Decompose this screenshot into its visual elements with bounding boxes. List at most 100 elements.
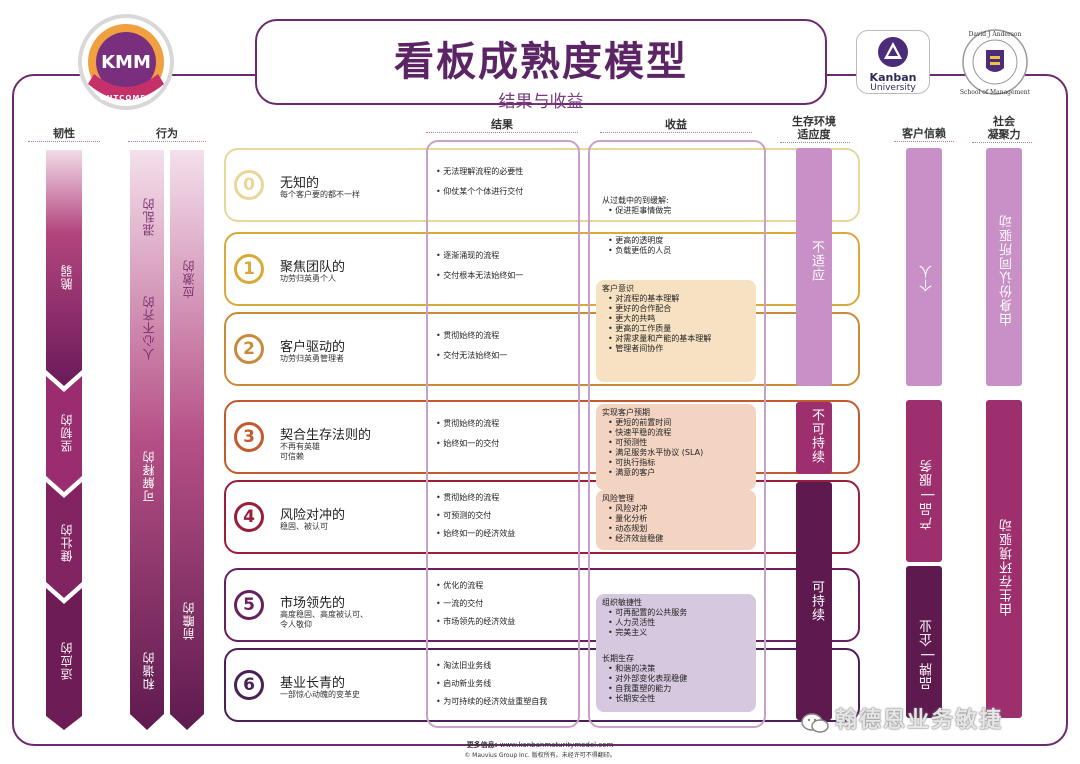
level-name: 聚焦团队的 [280, 260, 346, 275]
resilience-label-1: 坚韧的 [60, 413, 74, 452]
outcome-item: • 逐渐涌现的流程 [436, 251, 500, 260]
level-row-1 [224, 232, 860, 306]
da-logo-top: David J Anderson [969, 31, 1022, 38]
outcome-item: • 市场领先的经济效益 [436, 617, 516, 626]
divider [780, 142, 850, 143]
col-header-resilience: 韧性 [53, 127, 75, 140]
resilience-label-3: 适应的 [60, 641, 74, 680]
level-number-badge: 4 [234, 502, 264, 532]
benefit-title: 客户意识 [602, 284, 634, 293]
divider [426, 132, 578, 133]
col-header-cohesion-line1: 社会 [993, 115, 1015, 128]
trust-bar-product [906, 400, 942, 562]
level-number-badge: 2 [234, 334, 264, 364]
trust-label-1: 产品 | 服务 [920, 458, 935, 530]
cohesion-label-1: 由生存环境驱动 [1000, 518, 1015, 616]
benefit-title: 从过载中的到缓解: [602, 196, 669, 205]
kmm-logo-text: KMM [101, 52, 151, 73]
outcomes-column-frame [426, 140, 580, 728]
fitness-bar-unsustainable [796, 402, 832, 474]
benefit-box-0: 从过载中的到缓解: 促进拒事情做完 [596, 192, 756, 226]
col-header-trust: 客户信赖 [902, 127, 946, 140]
level-row-4 [224, 480, 860, 554]
col-header-fitness-line2: 适应度 [797, 128, 831, 141]
level-row-2 [224, 312, 860, 386]
benefit-item: 量化分析 [608, 514, 750, 524]
ku-logo-line1: Kanban [869, 71, 917, 84]
benefit-title: 实现客户预期 [602, 408, 650, 417]
level-description: 功劳归英勇管理者 [280, 354, 344, 363]
level-number-badge: 3 [234, 422, 264, 452]
benefit-item: 更好的合作配合 [608, 304, 750, 314]
level-description: 稳固、被认可 [280, 522, 328, 531]
benefit-item: 更高的工作质量 [608, 324, 750, 334]
cohesion-bar-environment [986, 400, 1022, 718]
benefit-item: 促进拒事情做完 [608, 206, 750, 216]
benefit-item: 对流程的基本理解 [608, 294, 750, 304]
fitness-bar-sustainable [796, 482, 832, 720]
action-left-label-2: 可解释的 [142, 450, 156, 502]
level-row-5 [224, 568, 860, 642]
col-header-outcomes: 结果 [491, 118, 513, 131]
kanban-university-logo: Kanban University [856, 30, 930, 94]
outcome-item: • 贯彻始终的流程 [436, 493, 500, 502]
col-header-fitness: 生存环境 适应度 [778, 115, 850, 141]
outcome-item: • 一流的交付 [436, 599, 484, 608]
resilience-label-0: 脆弱 [60, 264, 74, 290]
benefits-column-frame [588, 140, 766, 728]
outcome-item: • 仰仗某个个体进行交付 [436, 187, 524, 196]
col-header-benefits: 收益 [665, 118, 687, 131]
benefit-item: 可再配置的公共服务 [608, 608, 750, 618]
action-right-label-1: 前瞻的 [182, 601, 196, 640]
level-description: 不再有英雄 可信赖 [280, 442, 320, 461]
outcome-item: • 始终如一的经济效益 [436, 529, 516, 538]
benefit-box-4: 风险管理 风险对冲 量化分析 动态规划 经济效益稳健 [596, 490, 756, 550]
level-description: 功劳归英勇个人 [280, 274, 336, 283]
benefit-item: 对外部变化表现稳健 [608, 674, 750, 684]
benefit-item: 管理者间协作 [608, 344, 750, 354]
trust-bar-individual [906, 148, 942, 386]
outcome-item: • 贯彻始终的流程 [436, 331, 500, 340]
action-left-label-0: 混乱的 [142, 197, 156, 236]
level-name: 基业长青的 [280, 676, 346, 691]
kmm-logo-ring-text: OUTCOMES [100, 94, 152, 102]
david-anderson-logo: David J Anderson School of Management [952, 26, 1038, 98]
benefit-item: 更短的前置时间 [608, 418, 750, 428]
benefit-item: 长期安全性 [608, 694, 750, 704]
divider [28, 141, 100, 142]
action-left-label-1: 人心不齐的 [142, 295, 156, 360]
benefit-title: 组织敏捷性 [602, 598, 642, 607]
benefit-item: 可执行指标 [608, 458, 750, 468]
benefit-item: 负载更低的人员 [608, 246, 750, 256]
outcome-item: • 无法理解流程的必要性 [436, 167, 524, 176]
benefit-item: 满意的客户 [608, 468, 750, 478]
trust-label-0: 个人 [920, 264, 935, 292]
benefit-item: 快速平稳的流程 [608, 428, 750, 438]
outcome-item: • 优化的流程 [436, 581, 484, 590]
watermark-text: 翰德恩业务敏捷 [835, 708, 1004, 733]
divider [600, 132, 752, 133]
benefit-item: 对需求量和产能的基本理解 [608, 334, 750, 344]
benefit-title: 长期生存 [602, 654, 634, 663]
level-number-badge: 5 [234, 590, 264, 620]
benefit-item: 自我重塑的能力 [608, 684, 750, 694]
benefit-item: 动态规划 [608, 524, 750, 534]
cohesion-label-0: 由身份认同所驱动 [1000, 214, 1015, 326]
benefit-item: 和谐的决策 [608, 664, 750, 674]
benefit-box-1: 更高的透明度 负载更低的人员 [596, 232, 756, 260]
action-arrows [130, 150, 204, 730]
col-header-fitness-line1: 生存环境 [792, 115, 836, 128]
benefit-item: 满足服务水平协议 (SLA) [608, 448, 750, 458]
resilience-arrow [46, 150, 82, 730]
trust-label-2: 品牌 | 企业 [920, 618, 935, 690]
level-name: 客户驱动的 [280, 340, 346, 355]
footer-url[interactable]: www.kanbanmaturitymodel.com [499, 741, 614, 749]
ku-logo-line2: University [870, 83, 916, 93]
watermark: 翰德恩业务敏捷 [800, 702, 1003, 735]
outcome-item: • 可预测的交付 [436, 511, 492, 520]
outcome-item: • 为可持续的经济效益重塑自我 [436, 697, 548, 706]
level-row-0 [224, 148, 860, 222]
level-name: 契合生存法则的 [280, 428, 372, 443]
level-description: 一部惊心动魄的变革史 [280, 690, 360, 699]
page-title: 看板成熟度模型 [394, 39, 688, 85]
